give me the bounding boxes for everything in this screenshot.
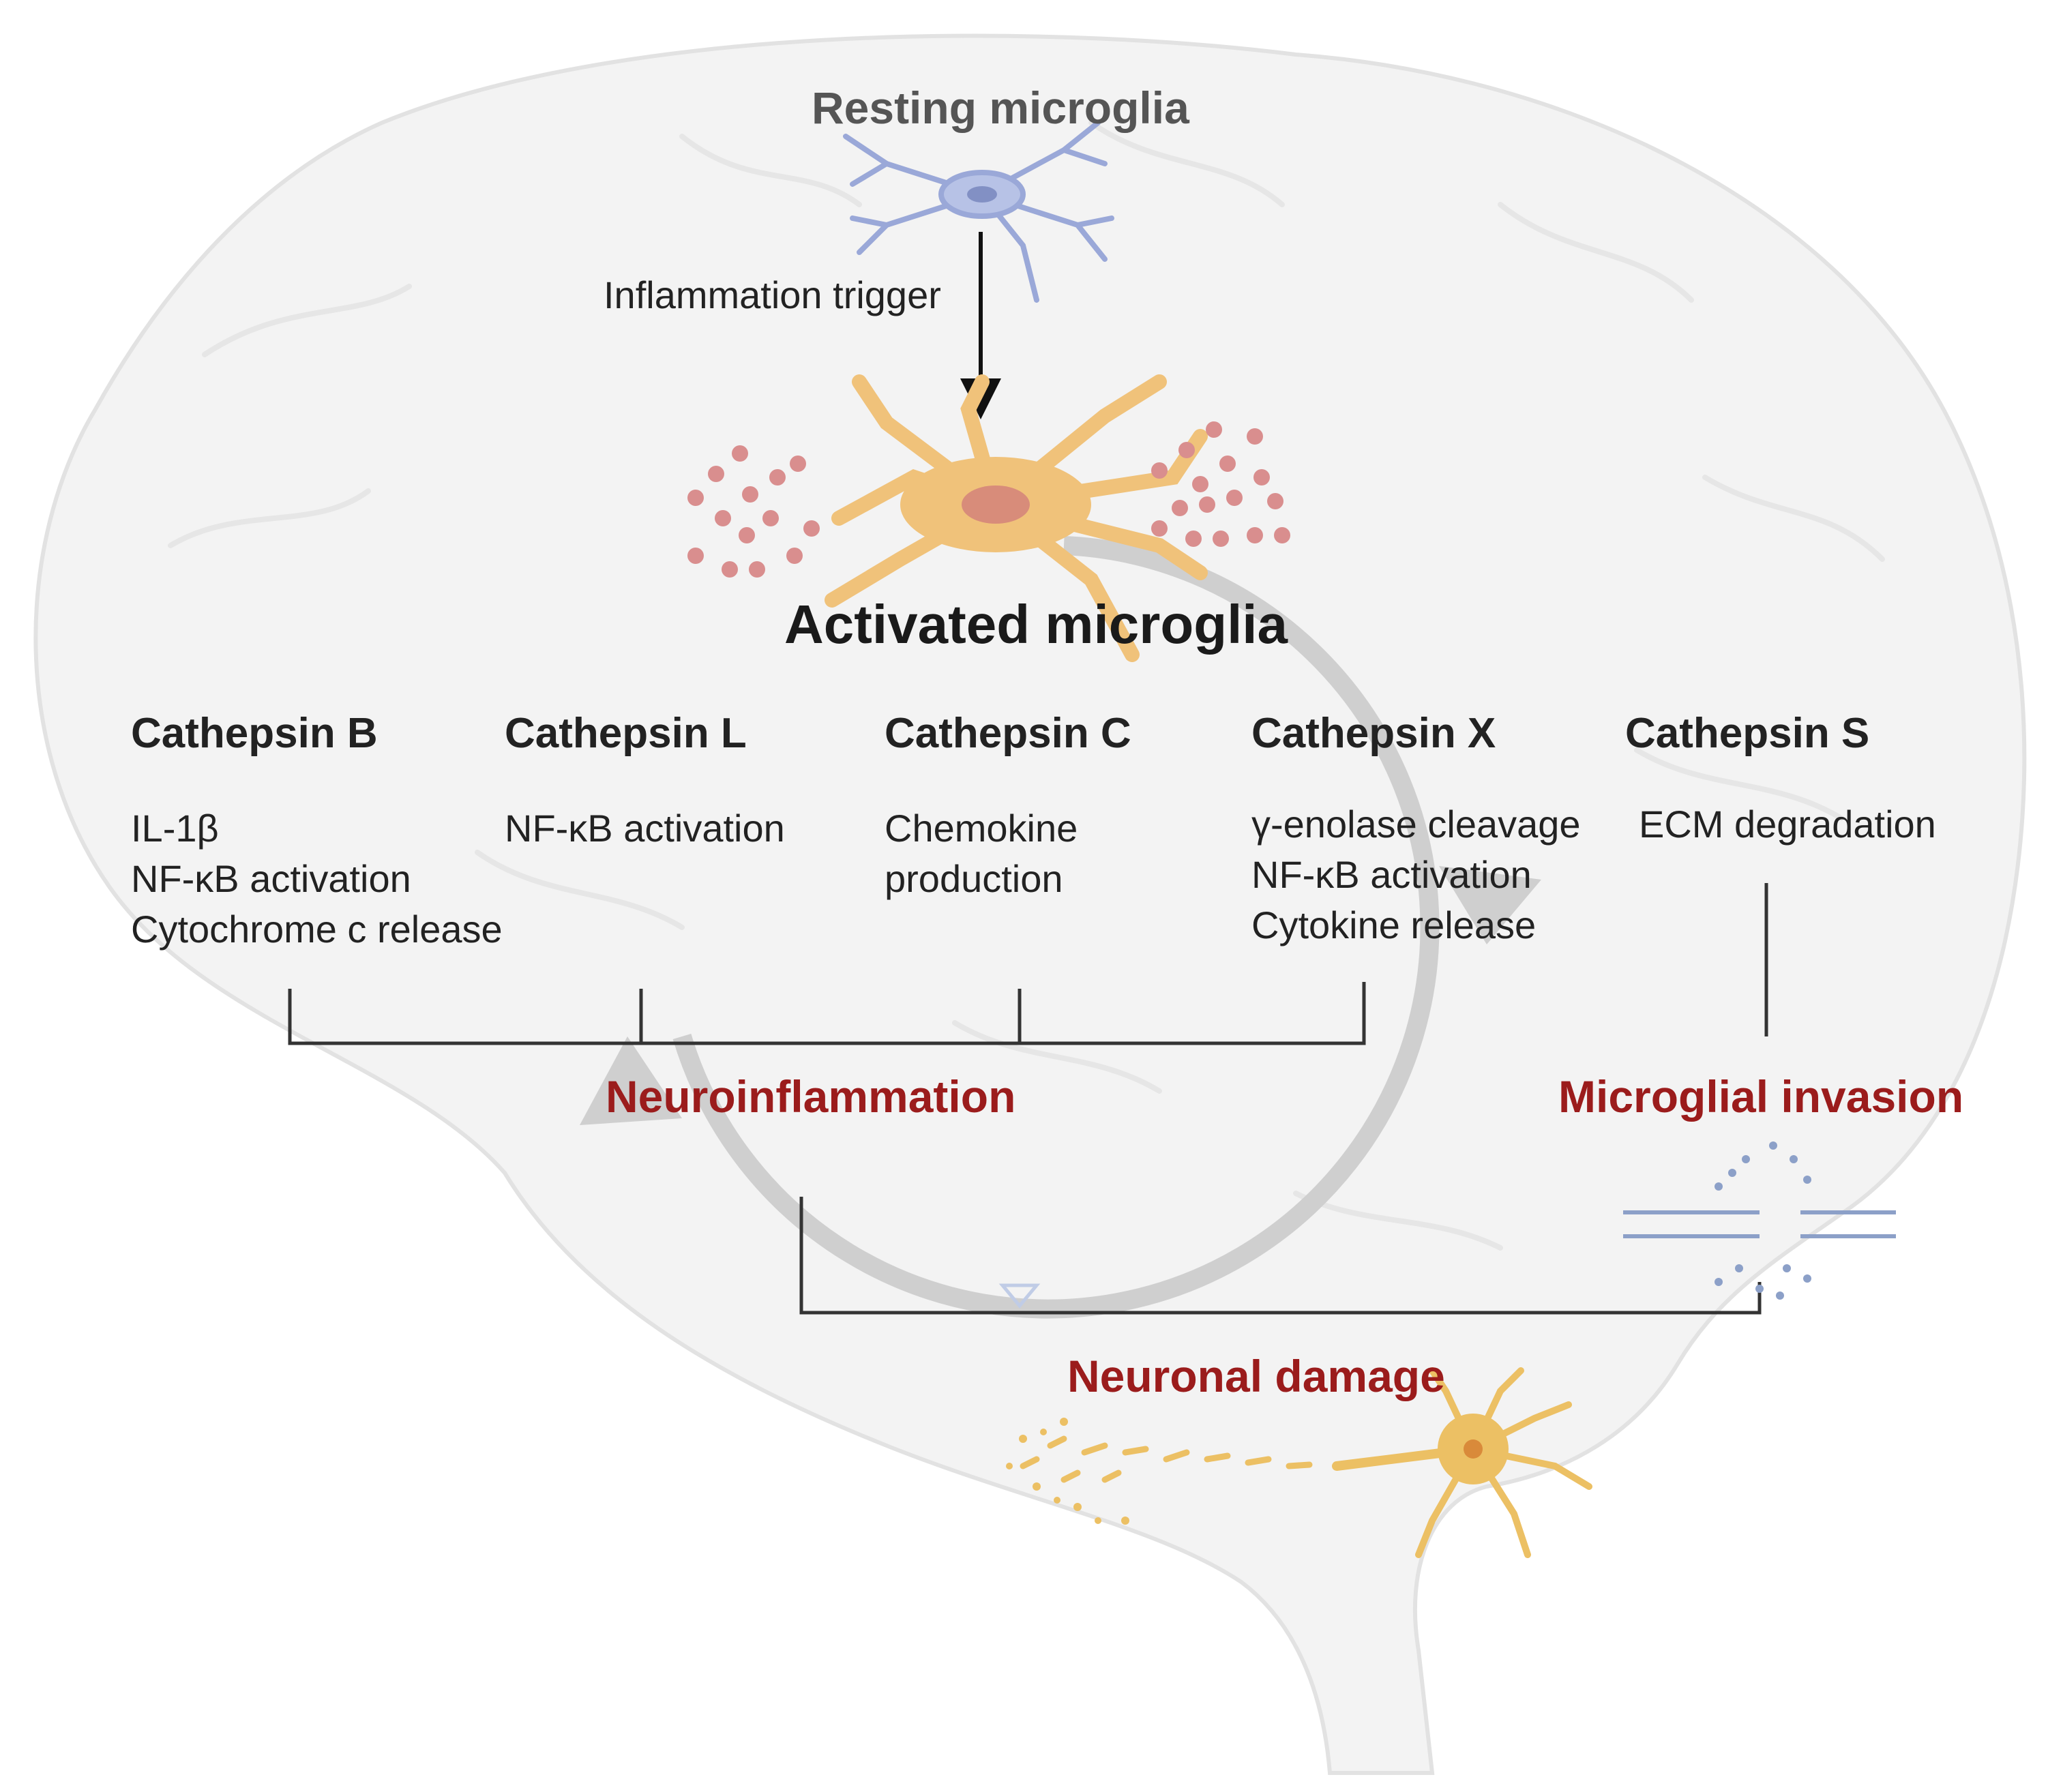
activated-microglia-cell (825, 374, 1208, 662)
inflammation-trigger-label: Inflammation trigger (604, 273, 941, 316)
membrane-invasion-graphic (1623, 1141, 1896, 1300)
microglial-invasion-label: Microglial invasion (1558, 1071, 1964, 1122)
cathepsin-s-effect: ECM degradation (1639, 803, 1936, 846)
cathepsin-l-effects: NF-κB activation (505, 803, 785, 854)
cathepsin-x-title: Cathepsin X (1251, 710, 1496, 757)
cathepsin-l-effect: NF-κB activation (505, 807, 785, 850)
cytokine-vesicles (687, 421, 1290, 578)
resting-microglia-cell (843, 120, 1114, 303)
cathepsin-l-title: Cathepsin L (505, 710, 747, 757)
cathepsin-c-effects: Chemokine production (885, 803, 1078, 904)
cathepsin-x-effect: Cytokine release (1251, 904, 1537, 946)
cathepsin-c-effect: production (885, 857, 1063, 900)
neuroinflammation-label: Neuroinflammation (606, 1071, 1016, 1122)
cathepsin-b-effect: Cytochrome c release (131, 908, 503, 951)
cathepsin-b-effect: NF-κB activation (131, 857, 411, 900)
cathepsin-b-effect: IL-1β (131, 807, 219, 850)
cathepsin-x-effects: γ-enolase cleavage NF-κB activation Cyto… (1251, 799, 1581, 951)
damaged-neuron (1006, 1367, 1592, 1558)
cathepsin-c-title: Cathepsin C (885, 710, 1131, 757)
cathepsin-s-effects: ECM degradation (1639, 799, 1936, 850)
cathepsin-b-effects: IL-1β NF-κB activation Cytochrome c rele… (131, 803, 503, 955)
cathepsin-x-effect: NF-κB activation (1251, 853, 1532, 896)
neuronal-damage-label: Neuronal damage (1067, 1351, 1445, 1401)
cycle-arrow (580, 536, 1541, 1319)
pathway-brackets (288, 883, 1768, 1315)
activated-microglia-label: Activated microglia (784, 594, 1288, 655)
cathepsin-s-title: Cathepsin S (1625, 710, 1870, 757)
cathepsin-b-title: Cathepsin B (131, 710, 378, 757)
cathepsin-c-effect: Chemokine (885, 807, 1078, 850)
cathepsin-x-effect: γ-enolase cleavage (1251, 803, 1581, 846)
resting-microglia-label: Resting microglia (812, 83, 1189, 133)
brain-illustration (33, 33, 2027, 1775)
